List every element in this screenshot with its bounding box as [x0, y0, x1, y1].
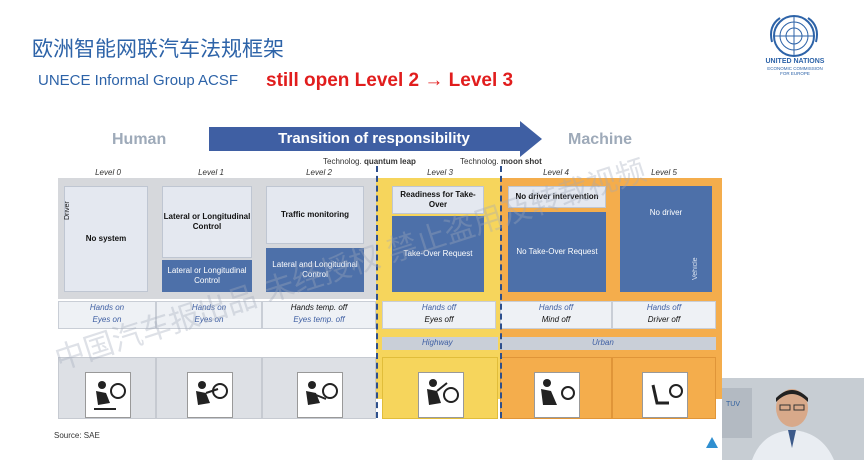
level-4-no-takeover-box: No Take-Over Request [508, 212, 606, 292]
svg-text:TUV: TUV [726, 401, 740, 408]
presenter-webcam: TUV [722, 378, 864, 460]
quantum-leap-note: Technolog. quantum leap [323, 157, 416, 166]
level-0-no-system-box: No system [64, 186, 148, 292]
presenter-video-icon: TUV [722, 378, 864, 460]
moon-shot-note: Technolog. moon shot [460, 157, 542, 166]
tuv-triangle-icon [706, 437, 718, 448]
level-0-label: Level 0 [95, 168, 121, 177]
arrow-right-icon [520, 121, 542, 157]
level-3-takeover-box: Take-Over Request [392, 216, 484, 292]
level-3-4-divider [500, 166, 502, 418]
responsibility-arrow-label: Transition of responsibility [278, 130, 470, 147]
level-1-control-box: Lateral or Longitudinal Control [162, 260, 252, 292]
level-5-empty-seat-image [612, 357, 716, 419]
level-3-driver-image [382, 357, 498, 419]
level-0-driver-image [58, 357, 156, 419]
un-logo-text: UNITED NATIONS ECONOMIC COMMISSION FOR E… [765, 58, 825, 76]
level-3-readiness-box: Readiness for Take-Over [392, 186, 484, 214]
status-headline: still open Level 2 → Level 3 [266, 70, 514, 91]
level-1-label: Level 1 [198, 168, 224, 177]
responsibility-arrow-bar [209, 127, 521, 151]
page-title: 欧洲智能网联汽车法规框架 [32, 37, 284, 61]
page-subtitle: UNECE Informal Group ACSF [38, 72, 239, 89]
un-emblem-icon [770, 15, 818, 57]
level-2-driver-image [262, 357, 376, 419]
level-5-label: Level 5 [651, 168, 677, 177]
level-1-top-box: Lateral or Longitudinal Control [162, 186, 252, 258]
source-note: Source: SAE [54, 431, 100, 440]
level-5-no-driver-box: No driver [620, 186, 712, 292]
urban-label: Urban [500, 337, 716, 350]
level-2-control-box: Lateral and Longitudinal Control [266, 248, 364, 292]
level-2-monitoring-box: Traffic monitoring [266, 186, 364, 244]
machine-label: Machine [568, 131, 633, 148]
vehicle-side-label: Vehicle [692, 257, 699, 280]
driver-side-label: Driver [64, 201, 71, 220]
level-3-label: Level 3 [427, 168, 453, 177]
level-2-label: Level 2 [306, 168, 332, 177]
level-4-driver-image [500, 357, 612, 419]
highway-label: Highway [382, 337, 498, 350]
level-4-no-intervention-box: No driver intervention [508, 186, 606, 208]
human-label: Human [112, 131, 167, 148]
level-1-driver-image [156, 357, 262, 419]
level-2-3-divider [376, 166, 378, 418]
level-4-label: Level 4 [543, 168, 569, 177]
